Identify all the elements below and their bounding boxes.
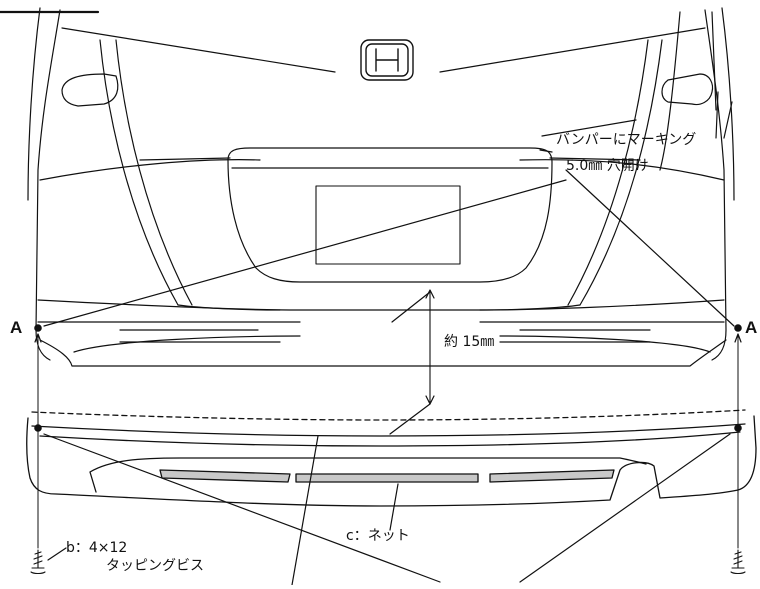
leader-marking bbox=[539, 119, 637, 153]
diffuser-inner-recess bbox=[89, 457, 647, 493]
label-point-a-left: A bbox=[10, 318, 23, 337]
honda-emblem-icon bbox=[360, 39, 414, 81]
tailgate-bottom-curve bbox=[177, 304, 581, 311]
bumper-lower-recess bbox=[73, 335, 711, 353]
dimension-tick-top bbox=[391, 291, 431, 323]
bumper-stripe-right bbox=[499, 329, 651, 343]
garnish-line bbox=[139, 157, 641, 161]
alignment-arrow-right bbox=[734, 333, 742, 343]
diffuser-mesh-left bbox=[159, 469, 291, 483]
rear-diffuser-part bbox=[26, 409, 757, 507]
tailgate-bottom-edge bbox=[37, 299, 725, 311]
vehicle-outer-edge-left bbox=[27, 7, 41, 201]
label-screw-type: タッピングビス bbox=[106, 558, 204, 574]
label-net: c：ネット bbox=[346, 528, 410, 544]
leader-diffuser-cross bbox=[43, 433, 731, 583]
diffuser-inner-edge bbox=[39, 431, 741, 447]
diffuser-dashed-top bbox=[31, 409, 746, 421]
label-distance: 約 15㎜ bbox=[440, 334, 499, 350]
screw-icon-left bbox=[30, 549, 46, 575]
tailgate-top-line bbox=[61, 27, 706, 73]
tail-lamp-right bbox=[661, 73, 714, 106]
body-shoulder-right bbox=[519, 159, 725, 181]
license-plate bbox=[315, 185, 461, 265]
label-marking: バンパーにマーキング bbox=[556, 132, 697, 148]
tailgate-side-left bbox=[99, 39, 193, 306]
screw-icon-right bbox=[730, 549, 746, 575]
leader-marking-right bbox=[715, 91, 733, 139]
license-recess bbox=[227, 147, 553, 283]
alignment-arrow-left bbox=[34, 333, 42, 343]
dimension-arrow-top bbox=[425, 289, 435, 299]
tailgate-side-right bbox=[567, 39, 663, 306]
label-screw-size: b：4×12 bbox=[66, 540, 128, 556]
leader-diffuser-edge bbox=[291, 435, 319, 586]
diffuser-mesh-center bbox=[295, 473, 479, 483]
diffuser-top-edge bbox=[31, 423, 746, 437]
bumper-stripe-left bbox=[119, 329, 281, 343]
mount-hole-a-right bbox=[734, 324, 742, 332]
dimension-tick-bottom bbox=[389, 403, 431, 435]
mount-hole-a-left bbox=[34, 324, 42, 332]
tail-lamp-left bbox=[61, 73, 119, 107]
diffuser-outline bbox=[26, 415, 757, 507]
vehicle-body-outline bbox=[35, 9, 727, 361]
bumper-body-lower bbox=[39, 339, 727, 367]
body-side-lines-right bbox=[659, 11, 717, 171]
leader-net bbox=[389, 483, 399, 531]
label-point-a-right: A bbox=[745, 318, 758, 337]
leader-drill bbox=[43, 169, 735, 327]
leader-screw bbox=[47, 547, 67, 561]
label-drill-hole: 5.0㎜ 穴開け bbox=[566, 158, 649, 174]
diffuser-mesh-right bbox=[489, 469, 615, 483]
body-shoulder-left bbox=[39, 159, 261, 181]
